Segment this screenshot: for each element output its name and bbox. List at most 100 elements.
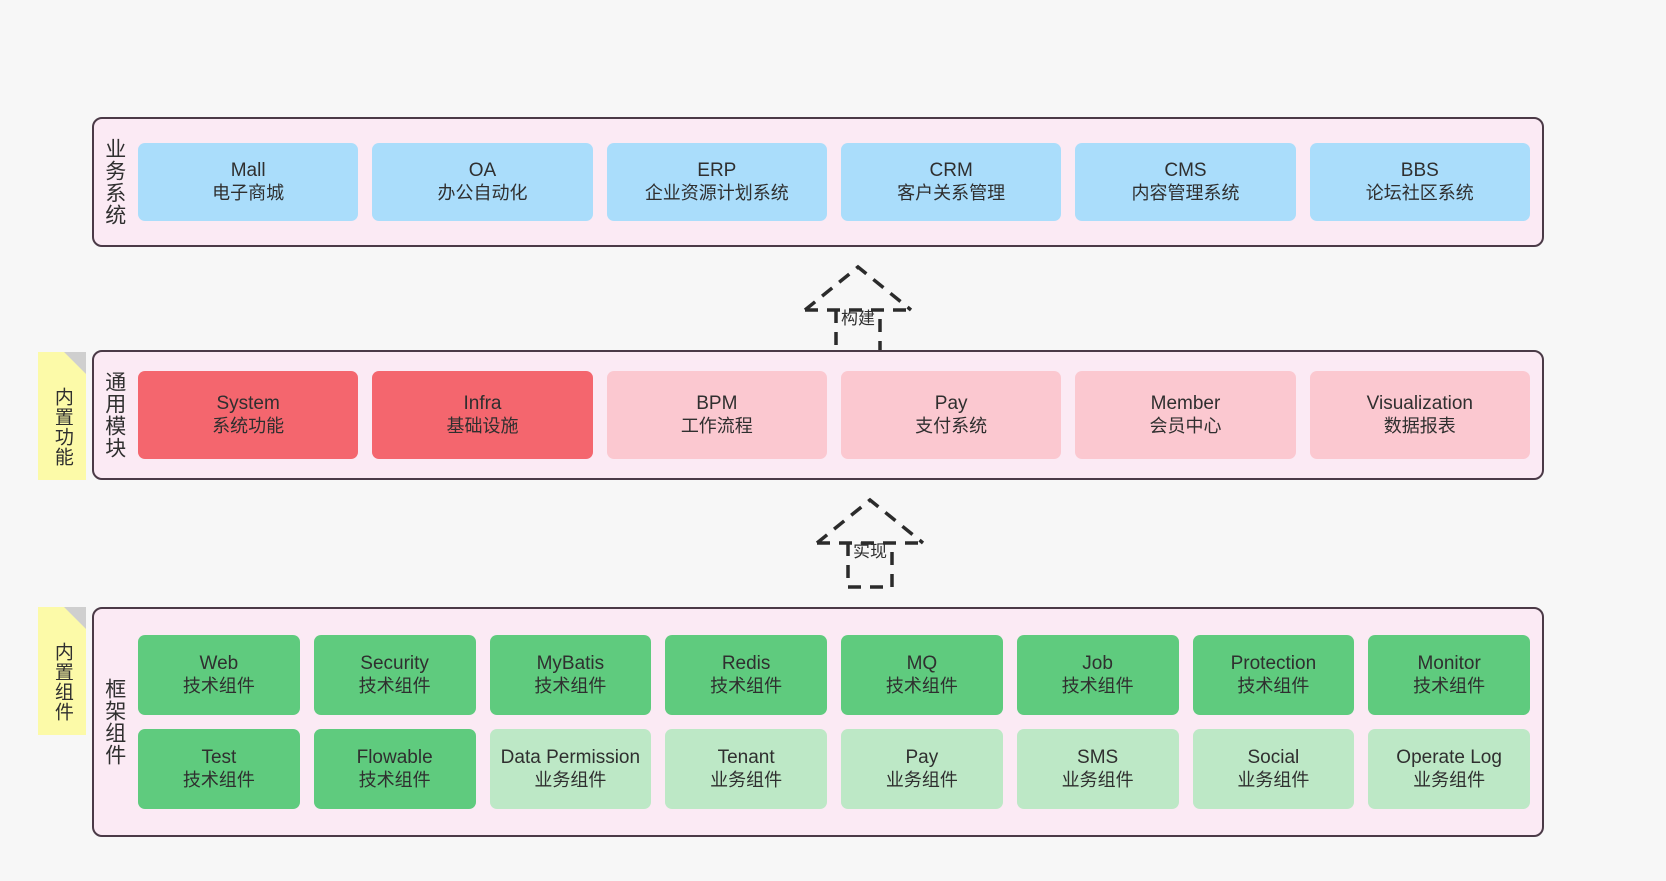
node-monitor-sub: 技术组件: [1413, 675, 1486, 696]
node-operate-log[interactable]: Operate Log 业务组件: [1368, 729, 1530, 809]
node-flowable[interactable]: Flowable 技术组件: [313, 729, 476, 809]
node-mq[interactable]: MQ 技术组件: [841, 635, 1003, 715]
node-bpm-title: BPM: [696, 393, 738, 415]
node-visualization-title: Visualization: [1366, 393, 1473, 415]
layer-business-system[interactable]: 业务系统 Mall 电子商城 OA 办公自动化 ERP 企业资源计划系统 CRM…: [92, 117, 1544, 247]
node-operate-log-title: Operate Log: [1396, 747, 1502, 769]
node-infra[interactable]: Infra 基础设施: [372, 371, 593, 459]
node-cms[interactable]: CMS 内容管理系统: [1075, 143, 1296, 221]
node-redis-sub: 技术组件: [710, 675, 783, 696]
node-erp[interactable]: ERP 企业资源计划系统: [606, 143, 827, 221]
node-bbs[interactable]: BBS 论坛社区系统: [1309, 143, 1530, 221]
node-crm-title: CRM: [929, 160, 973, 182]
node-sms-title: SMS: [1077, 747, 1119, 769]
node-security-sub: 技术组件: [358, 675, 431, 696]
node-web-sub: 技术组件: [182, 675, 255, 696]
node-mall-title: Mall: [230, 160, 266, 182]
node-infra-sub: 基础设施: [446, 415, 519, 436]
node-job-title: Job: [1082, 653, 1113, 675]
node-bpm[interactable]: BPM 工作流程: [606, 371, 827, 459]
sticky-note-builtin-features-label: 内置功能: [51, 387, 73, 467]
node-mq-sub: 技术组件: [885, 675, 958, 696]
node-mall[interactable]: Mall 电子商城: [138, 143, 359, 221]
node-pay-component-title: Pay: [905, 747, 939, 769]
node-pay-module[interactable]: Pay 支付系统: [840, 371, 1062, 459]
node-oa[interactable]: OA 办公自动化: [372, 143, 593, 221]
node-monitor[interactable]: Monitor 技术组件: [1368, 635, 1530, 715]
sticky-note-builtin-components[interactable]: 内置组件: [38, 607, 86, 735]
node-protection-title: Protection: [1230, 653, 1317, 675]
node-pay-component[interactable]: Pay 业务组件: [841, 729, 1003, 809]
node-mybatis-sub: 技术组件: [534, 675, 607, 696]
connector-implement-label: 实现: [853, 542, 887, 561]
node-system-sub: 系统功能: [212, 415, 285, 436]
layer-common-module[interactable]: 通用模块 System 系统功能 Infra 基础设施 BPM 工作流程 Pay…: [92, 350, 1544, 480]
node-pay-module-sub: 支付系统: [915, 415, 988, 436]
node-web[interactable]: Web 技术组件: [138, 635, 300, 715]
layer-title-framework-component: 框架组件: [102, 678, 126, 766]
layer-title-business-system: 业务系统: [102, 138, 126, 226]
sticky-fold-corner-icon: [64, 607, 86, 629]
node-infra-title: Infra: [463, 393, 502, 415]
node-member-title: Member: [1150, 393, 1221, 415]
node-pay-module-title: Pay: [934, 393, 968, 415]
node-pay-component-sub: 业务组件: [885, 769, 958, 790]
framework-row-business: Test 技术组件 Flowable 技术组件 Data Permission …: [138, 729, 1530, 809]
node-mall-sub: 电子商城: [212, 182, 285, 203]
node-erp-title: ERP: [697, 160, 737, 182]
node-sms-sub: 业务组件: [1061, 769, 1134, 790]
node-social[interactable]: Social 业务组件: [1192, 729, 1355, 809]
node-oa-title: OA: [468, 160, 497, 182]
connector-implement[interactable]: 实现: [795, 495, 945, 590]
node-security[interactable]: Security 技术组件: [313, 635, 476, 715]
node-visualization[interactable]: Visualization 数据报表: [1309, 371, 1530, 459]
node-tenant-sub: 业务组件: [710, 769, 783, 790]
node-tenant[interactable]: Tenant 业务组件: [665, 729, 827, 809]
node-flowable-title: Flowable: [356, 747, 433, 769]
node-mq-title: MQ: [906, 653, 938, 675]
node-cms-sub: 内容管理系统: [1131, 182, 1240, 203]
node-job[interactable]: Job 技术组件: [1016, 635, 1179, 715]
node-tenant-title: Tenant: [717, 747, 775, 769]
layer-framework-component[interactable]: 框架组件 Web 技术组件 Security 技术组件 MyBatis 技术组件…: [92, 607, 1544, 837]
connector-build[interactable]: 构建: [783, 262, 933, 357]
node-sms[interactable]: SMS 业务组件: [1016, 729, 1179, 809]
sticky-fold-corner-icon: [64, 352, 86, 374]
layer-title-common-module: 通用模块: [102, 371, 126, 459]
node-flowable-sub: 技术组件: [358, 769, 431, 790]
node-mybatis-title: MyBatis: [536, 653, 605, 675]
node-data-permission-sub: 业务组件: [534, 769, 607, 790]
node-test[interactable]: Test 技术组件: [138, 729, 300, 809]
node-redis-title: Redis: [721, 653, 771, 675]
node-bbs-title: BBS: [1400, 160, 1439, 182]
sticky-note-builtin-components-label: 内置组件: [51, 642, 73, 722]
node-job-sub: 技术组件: [1061, 675, 1134, 696]
node-data-permission-title: Data Permission: [500, 747, 641, 769]
connector-build-label: 构建: [841, 309, 875, 328]
node-web-title: Web: [199, 653, 239, 675]
sticky-note-builtin-features[interactable]: 内置功能: [38, 352, 86, 480]
node-protection[interactable]: Protection 技术组件: [1192, 635, 1355, 715]
node-system-title: System: [216, 393, 280, 415]
node-member[interactable]: Member 会员中心: [1075, 371, 1296, 459]
node-test-title: Test: [201, 747, 237, 769]
layer-framework-boxes: Web 技术组件 Security 技术组件 MyBatis 技术组件 Redi…: [134, 609, 1542, 835]
node-crm-sub: 客户关系管理: [897, 182, 1006, 203]
layer-common-boxes: System 系统功能 Infra 基础设施 BPM 工作流程 Pay 支付系统…: [134, 352, 1542, 478]
node-system[interactable]: System 系统功能: [138, 371, 359, 459]
node-crm[interactable]: CRM 客户关系管理: [840, 143, 1062, 221]
node-cms-title: CMS: [1164, 160, 1207, 182]
layer-business-boxes: Mall 电子商城 OA 办公自动化 ERP 企业资源计划系统 CRM 客户关系…: [134, 119, 1542, 245]
node-bpm-sub: 工作流程: [680, 415, 753, 436]
node-monitor-title: Monitor: [1417, 653, 1481, 675]
node-security-title: Security: [360, 653, 429, 675]
node-protection-sub: 技术组件: [1237, 675, 1310, 696]
node-redis[interactable]: Redis 技术组件: [665, 635, 827, 715]
node-oa-sub: 办公自动化: [437, 182, 528, 203]
node-mybatis[interactable]: MyBatis 技术组件: [489, 635, 652, 715]
node-social-title: Social: [1247, 747, 1300, 769]
node-bbs-sub: 论坛社区系统: [1365, 182, 1474, 203]
node-visualization-sub: 数据报表: [1383, 415, 1456, 436]
node-member-sub: 会员中心: [1149, 415, 1222, 436]
node-data-permission[interactable]: Data Permission 业务组件: [489, 729, 652, 809]
